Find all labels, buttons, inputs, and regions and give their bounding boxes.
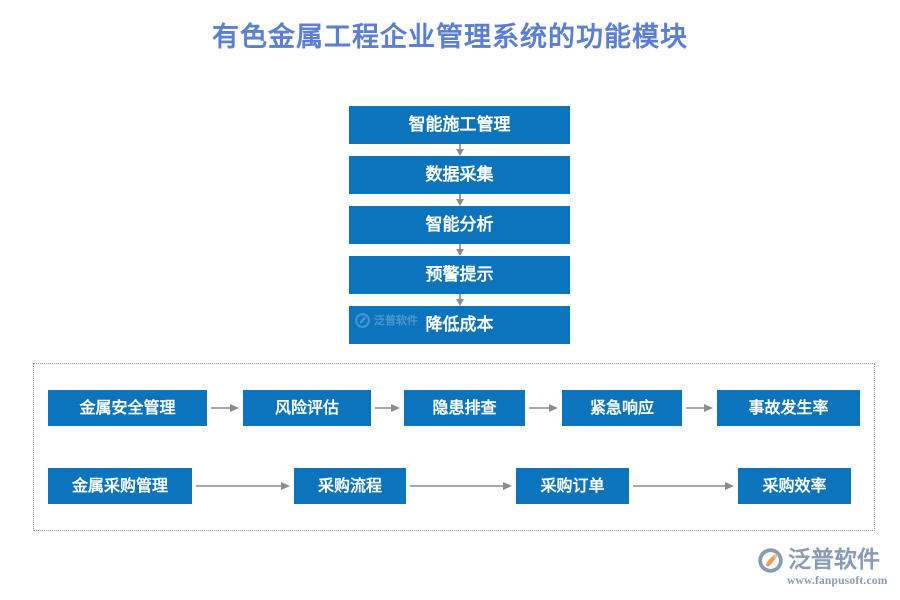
flow-box-accident-rate[interactable]: 事故发生率 bbox=[717, 390, 860, 426]
flow-box-intelligent-construction-management[interactable]: 智能施工管理 bbox=[349, 106, 570, 144]
arrow-right-icon bbox=[686, 404, 713, 412]
arrow-right-icon bbox=[196, 482, 290, 490]
brand-name: 泛普软件 bbox=[788, 546, 880, 573]
arrow-down-icon bbox=[456, 194, 464, 206]
brand-logo: 泛普软件 www.fanpusoft.com bbox=[757, 546, 887, 588]
arrow-down-icon bbox=[456, 244, 464, 256]
flow-box-risk-assessment[interactable]: 风险评估 bbox=[243, 390, 371, 426]
flow-panel bbox=[33, 363, 875, 531]
flow-box-data-collection[interactable]: 数据采集 bbox=[349, 156, 570, 194]
flow-box-purchase-order[interactable]: 采购订单 bbox=[516, 468, 629, 504]
arrow-right-icon bbox=[410, 482, 512, 490]
brand-logo-row: 泛普软件 bbox=[757, 546, 887, 574]
flow-box-procurement-efficiency[interactable]: 采购效率 bbox=[738, 468, 851, 504]
arrow-down-icon bbox=[456, 294, 464, 306]
flow-box-procurement-process[interactable]: 采购流程 bbox=[294, 468, 406, 504]
flow-box-metal-procurement-management[interactable]: 金属采购管理 bbox=[48, 468, 192, 504]
arrow-right-icon bbox=[529, 404, 558, 412]
page-title: 有色金属工程企业管理系统的功能模块 bbox=[212, 22, 688, 53]
flow-box-hidden-danger-investigation[interactable]: 隐患排查 bbox=[404, 390, 525, 426]
arrow-right-icon bbox=[211, 404, 239, 412]
arrow-right-icon bbox=[633, 482, 734, 490]
brand-url: www.fanpusoft.com bbox=[787, 575, 888, 587]
flow-box-early-warning-prompt[interactable]: 预警提示 bbox=[349, 256, 570, 294]
flow-box-cost-reduction[interactable]: 降低成本 bbox=[349, 306, 570, 344]
fanpu-logo-icon bbox=[758, 547, 783, 573]
flow-box-emergency-response[interactable]: 紧急响应 bbox=[562, 390, 682, 426]
arrow-down-icon bbox=[456, 144, 464, 156]
arrow-right-icon bbox=[375, 404, 400, 412]
flow-box-metal-safety-management[interactable]: 金属安全管理 bbox=[48, 390, 207, 426]
flow-box-intelligent-analysis[interactable]: 智能分析 bbox=[349, 206, 570, 244]
